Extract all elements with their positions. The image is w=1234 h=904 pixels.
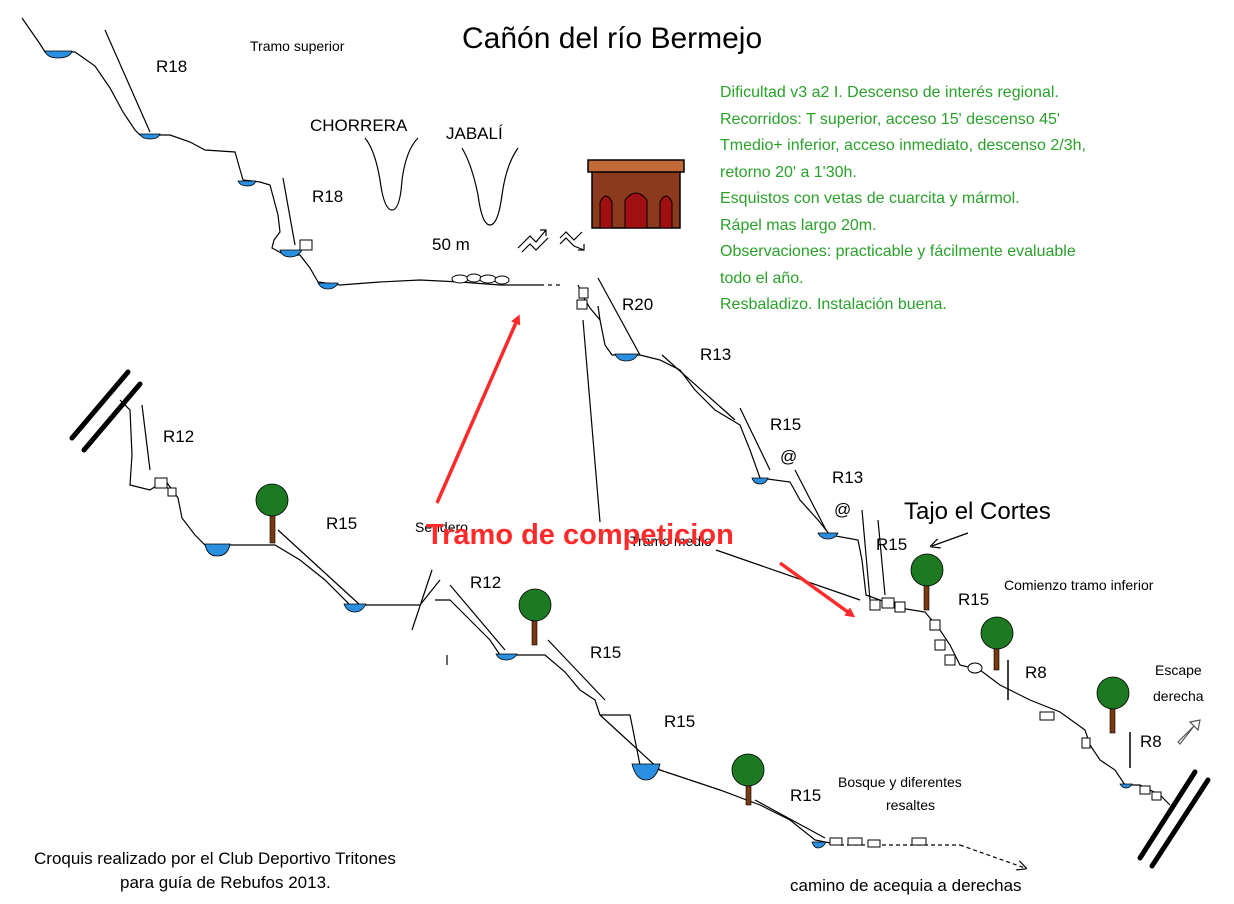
r8-markers bbox=[1007, 660, 1131, 768]
info-line: retorno 20' a 1'30h. bbox=[720, 163, 857, 181]
info-line: Dificultad v3 a2 I. Descenso de interés … bbox=[720, 84, 1059, 101]
label-sendero: Sendero bbox=[415, 519, 468, 535]
label-jabali: JABALÍ bbox=[446, 124, 503, 143]
tree-icon bbox=[255, 483, 289, 544]
label-r15-f: R15 bbox=[664, 712, 696, 731]
diagram-title: Cañón del río Bermejo bbox=[462, 22, 763, 55]
label-escape: Escape bbox=[1155, 662, 1202, 678]
label-r12-b: R12 bbox=[470, 573, 502, 592]
label-r15-a: R15 bbox=[770, 415, 802, 434]
label-r8-a: R8 bbox=[1025, 663, 1047, 682]
label-chorrera: CHORRERA bbox=[310, 116, 408, 135]
trees bbox=[255, 483, 1130, 806]
label-r13-a: R13 bbox=[700, 345, 732, 364]
label-bosque-1: Bosque y diferentes bbox=[838, 774, 962, 790]
label-r18-a: R18 bbox=[156, 57, 188, 76]
info-line: Rápel mas largo 20m. bbox=[720, 216, 877, 234]
bridge-icon bbox=[587, 159, 685, 229]
tree-icon bbox=[980, 616, 1014, 671]
label-tajo-el-cortes: Tajo el Cortes bbox=[904, 498, 1051, 525]
label-bosque-2: resaltes bbox=[886, 797, 936, 813]
label-r15-e: R15 bbox=[590, 643, 622, 662]
tree-icon bbox=[910, 553, 944, 611]
label-at-a: @ bbox=[780, 447, 798, 466]
label-distance: 50 m bbox=[432, 235, 470, 254]
tree-icon bbox=[1096, 676, 1130, 734]
info-line: Tmedio+ inferior, acceso inmediato, desc… bbox=[720, 137, 1086, 154]
label-r8-b: R8 bbox=[1140, 732, 1162, 751]
label-r15-g: R15 bbox=[790, 786, 822, 805]
upper-profile bbox=[21, 17, 560, 286]
label-tramo-medio: Tramo medio bbox=[630, 533, 712, 549]
label-tramo-competicion: Tramo de competicion bbox=[426, 519, 734, 551]
boulders bbox=[154, 239, 1162, 848]
label-r15-d: R15 bbox=[326, 514, 358, 533]
label-camino-acequia: camino de acequia a derechas bbox=[790, 876, 1022, 895]
middle-profile bbox=[577, 277, 1171, 806]
competition-arrows bbox=[435, 314, 856, 618]
label-r18-b: R18 bbox=[312, 187, 344, 206]
tajo-pointer-arrow bbox=[932, 532, 969, 546]
info-line: Observaciones: practicable y fácilmente … bbox=[720, 243, 1076, 260]
lower-profile bbox=[119, 399, 1025, 868]
label-r12-a: R12 bbox=[163, 427, 195, 446]
info-panel: Dificultad v3 a2 I. Descenso de interés … bbox=[720, 80, 1086, 319]
info-line: Esquistos con vetas de cuarcita y mármol… bbox=[720, 190, 1020, 207]
label-r13-b: R13 bbox=[832, 468, 864, 487]
info-line: Resbaladizo. Instalación buena. bbox=[720, 296, 947, 313]
tree-icon bbox=[518, 588, 552, 646]
tributary-funnels bbox=[364, 137, 519, 226]
label-r20: R20 bbox=[622, 295, 654, 314]
info-line: Recorridos: T superior, acceso 15' desce… bbox=[720, 110, 1060, 128]
credit-line-1: Croquis realizado por el Club Deportivo … bbox=[34, 849, 396, 868]
credit-line-2: para guía de Rebufos 2013. bbox=[120, 873, 331, 892]
label-r15-c: R15 bbox=[958, 590, 990, 609]
label-tramo-superior: Tramo superior bbox=[250, 38, 345, 54]
label-r15-b: R15 bbox=[876, 535, 908, 554]
label-at-b: @ bbox=[834, 500, 852, 519]
label-derecha: derecha bbox=[1153, 688, 1204, 704]
water-pools bbox=[44, 50, 1133, 849]
escape-arrow-icon bbox=[1177, 719, 1201, 745]
tree-icon bbox=[731, 753, 765, 806]
hatch-lines bbox=[69, 369, 1211, 869]
label-comienzo-tramo-inferior: Comienzo tramo inferior bbox=[1004, 577, 1154, 593]
direction-icons bbox=[517, 229, 585, 253]
info-line: todo el año. bbox=[720, 269, 804, 287]
